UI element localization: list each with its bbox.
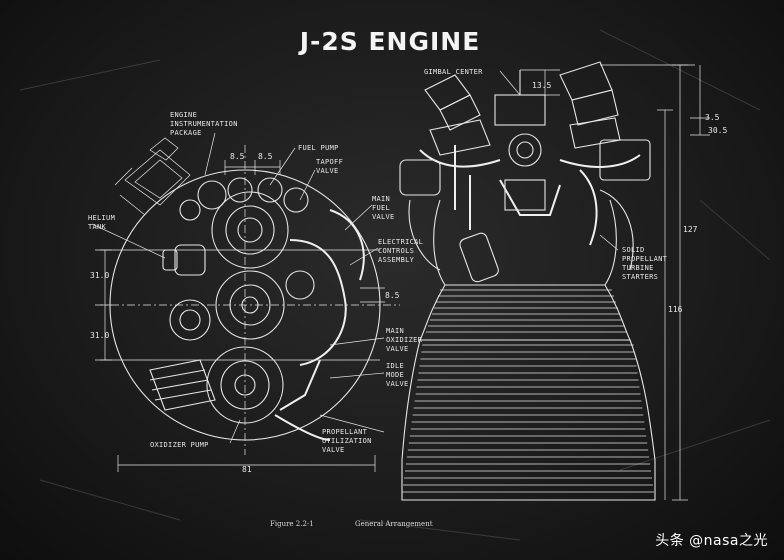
caption-figure: Figure 2.2-1 — [270, 520, 314, 528]
helium-tank — [162, 244, 206, 276]
nozzle-ribs — [402, 289, 654, 493]
instrumentation-package — [114, 137, 191, 216]
label-engine-instrumentation-2: INSTRUMENTATION — [170, 120, 238, 128]
watermark: 头条 @nasa之光 — [655, 533, 768, 549]
label-gimbal-center: GIMBAL CENTER — [424, 68, 483, 76]
dim-31-0-a: 31.0 — [90, 271, 109, 280]
side-dimensions — [520, 64, 710, 501]
label-fuel-pump: FUEL PUMP — [298, 144, 339, 152]
dim-31-0-b: 31.0 — [90, 331, 109, 340]
label-oxidizer-pump: OXIDIZER PUMP — [150, 441, 209, 449]
label-main-oxidizer-1: MAIN — [386, 327, 404, 335]
chalk-texture — [19, 29, 771, 541]
thrust-chamber — [401, 199, 656, 501]
label-idle-3: VALVE — [386, 380, 409, 388]
gas-generator-end — [169, 270, 315, 341]
label-electrical-2: CONTROLS — [378, 247, 414, 255]
label-main-fuel-2: FUEL — [372, 204, 390, 212]
dim-81: 81 — [242, 465, 252, 474]
end-view-dimensions — [100, 160, 385, 472]
label-helium-2: TANK — [88, 223, 107, 231]
label-engine-instrumentation-1: ENGINE — [170, 111, 197, 119]
side-components — [399, 133, 651, 283]
label-tapoff-1: TAPOFF — [316, 158, 343, 166]
label-helium-1: HELIUM — [88, 214, 115, 222]
dim-8-5-c: 8.5 — [385, 291, 400, 300]
label-main-oxidizer-2: OXIDIZER — [386, 336, 423, 344]
label-solid-1: SOLID — [622, 246, 645, 254]
label-electrical-1: ELECTRICAL — [378, 238, 423, 246]
dim-8-5-a: 8.5 — [230, 152, 245, 161]
label-solid-4: STARTERS — [622, 273, 658, 281]
label-idle-2: MODE — [386, 371, 404, 379]
label-tapoff-2: VALVE — [316, 167, 339, 175]
label-main-fuel-1: MAIN — [372, 195, 390, 203]
dim-30-5: 30.5 — [708, 126, 727, 135]
fuel-pump-end — [179, 177, 309, 269]
end-view-leaders — [91, 132, 385, 444]
diagram-title: J-2S ENGINE — [298, 27, 481, 56]
dim-13-5: 13.5 — [532, 81, 551, 90]
dim-127: 127 — [683, 225, 698, 234]
dim-116: 116 — [668, 305, 683, 314]
end-view: 8.5 8.5 31.0 31.0 8.5 81 ENGINE INSTRUME… — [88, 111, 423, 474]
upper-manifolds — [419, 145, 641, 246]
side-view: 13.5 3.5 30.5 127 116 GIMBAL CENTER SOLI… — [399, 61, 727, 501]
label-main-oxidizer-3: VALVE — [386, 345, 409, 353]
label-propellant-1: PROPELLANT — [322, 428, 368, 436]
dim-3-5: 3.5 — [705, 113, 720, 122]
label-electrical-3: ASSEMBLY — [378, 256, 415, 264]
label-solid-2: PROPELLANT — [622, 255, 668, 263]
label-propellant-2: UTILIZATION — [322, 437, 372, 445]
caption-text: General Arrangement — [355, 520, 433, 528]
label-engine-instrumentation-3: PACKAGE — [170, 129, 202, 137]
end-view-piping — [274, 209, 365, 441]
dim-8-5-b: 8.5 — [258, 152, 273, 161]
label-idle-1: IDLE — [386, 362, 404, 370]
oxidizer-pump-end — [149, 346, 284, 424]
label-main-fuel-3: VALVE — [372, 213, 395, 221]
label-solid-3: TURBINE — [622, 264, 654, 272]
side-leaders — [499, 70, 619, 251]
label-propellant-3: VALVE — [322, 446, 345, 454]
